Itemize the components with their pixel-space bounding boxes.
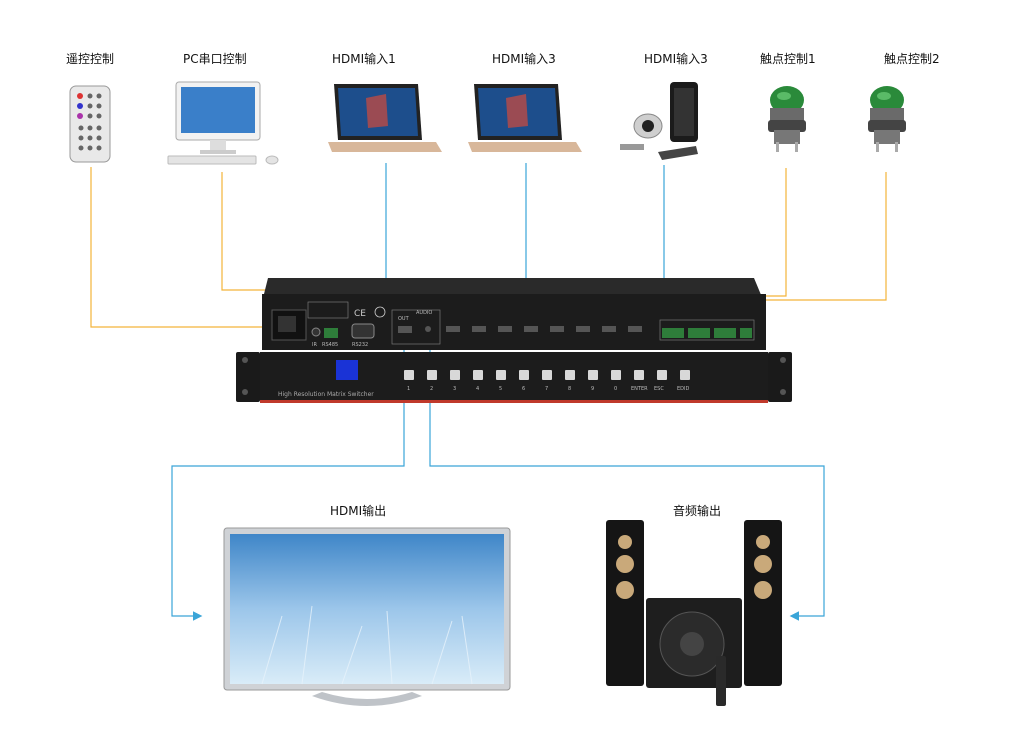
front-button-label: ENTER [631, 386, 648, 392]
front-button-label: 5 [499, 386, 502, 392]
television-icon [223, 527, 511, 706]
label-hdmi-in-3a: HDMI输入3 [492, 52, 556, 66]
front-button-label: 0 [614, 386, 617, 392]
desktop-pc-icon [167, 81, 279, 165]
video-conference-icon [620, 82, 698, 160]
label-contact-1: 触点控制1 [760, 52, 816, 66]
matrix-switcher: CE IR RS485 RS232 OUT AUDIO High Resolut… [236, 278, 792, 403]
front-label: High Resolution Matrix Switcher [278, 391, 374, 398]
label-remote: 遥控控制 [66, 52, 115, 66]
front-button-label: 8 [568, 386, 571, 392]
wire-remote [90, 167, 313, 332]
rear-port-hdmi-out-label: OUT [398, 316, 410, 322]
push-button-icon [868, 86, 906, 152]
label-hdmi-out: HDMI输出 [330, 504, 387, 518]
rear-port-rs485-label: RS485 [322, 342, 338, 348]
front-button-label: 4 [476, 386, 479, 392]
svg-text:CE: CE [354, 309, 366, 319]
laptop-icon [328, 84, 442, 152]
rear-port-audio-label: AUDIO [416, 310, 432, 316]
front-button-label: 7 [545, 386, 548, 392]
label-contact-2: 触点控制2 [884, 52, 940, 66]
rear-port-ir-label: IR [312, 342, 317, 348]
front-button-label: 9 [591, 386, 594, 392]
front-button-label: ESC [654, 386, 664, 392]
label-pc-serial: PC串口控制 [183, 52, 247, 66]
label-hdmi-in-1: HDMI输入1 [332, 52, 396, 66]
wire-audio-out [429, 342, 825, 621]
push-button-icon [768, 86, 806, 152]
wire-hdmi-out [171, 342, 405, 621]
front-button-label: 1 [407, 386, 410, 392]
speaker-system-icon [606, 520, 782, 706]
rear-port-rs232-label: RS232 [352, 342, 368, 348]
label-hdmi-in-3b: HDMI输入3 [644, 52, 708, 66]
laptop-icon [468, 84, 582, 152]
front-button-label: EDID [677, 386, 689, 392]
front-button-label: 3 [453, 386, 456, 392]
front-button-label: 2 [430, 386, 433, 392]
label-audio-out: 音频输出 [673, 504, 722, 518]
remote-control-icon [69, 85, 111, 163]
front-button-label: 6 [522, 386, 525, 392]
